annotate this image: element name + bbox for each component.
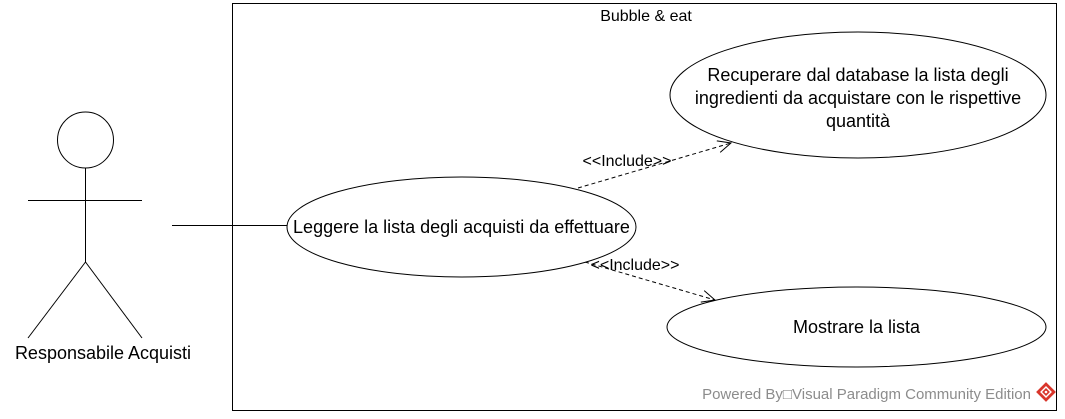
use-case-label-line: Recuperare dal database la lista degli bbox=[707, 65, 1008, 85]
include-relation-mostrare: <<Include>> bbox=[584, 257, 717, 303]
visual-paradigm-logo-icon bbox=[1036, 382, 1056, 402]
actor-head bbox=[57, 111, 114, 169]
use-case-ellipse bbox=[666, 286, 1047, 368]
footer-watermark: Powered By□Visual Paradigm Community Edi… bbox=[702, 382, 1056, 403]
actor-right-leg bbox=[85, 261, 143, 339]
system-name: Bubble & eat bbox=[600, 8, 692, 25]
include-dashed-line bbox=[577, 142, 732, 189]
logo-inner-mark bbox=[1040, 386, 1052, 398]
include-label: <<Include>> bbox=[583, 153, 672, 170]
actor-responsabile-acquisti: Responsabile Acquisti bbox=[15, 111, 191, 363]
logo-center-dot bbox=[1044, 390, 1048, 394]
use-case-label-line: Leggere la lista degli acquisti da effet… bbox=[293, 217, 630, 237]
use-case-label-line: quantità bbox=[826, 111, 891, 131]
include-label: <<Include>> bbox=[591, 257, 680, 274]
use-case-label-line: ingredienti da acquistare con le rispett… bbox=[695, 88, 1021, 108]
use-case-leggere-lista: Leggere la lista degli acquisti da effet… bbox=[286, 176, 637, 278]
use-case-ellipse bbox=[669, 31, 1047, 159]
use-case-mostrare-lista: Mostrare la lista bbox=[666, 286, 1047, 368]
actor-label: Responsabile Acquisti bbox=[15, 343, 191, 363]
use-case-ellipse bbox=[286, 176, 637, 278]
use-case-recuperare-ingredienti: Recuperare dal database la lista degli i… bbox=[669, 31, 1047, 159]
actor-left-leg bbox=[27, 261, 86, 339]
use-case-label-line: Mostrare la lista bbox=[793, 317, 921, 337]
include-arrowhead bbox=[716, 140, 733, 153]
system-boundary bbox=[232, 3, 1057, 411]
include-relation-recuperare: <<Include>> bbox=[577, 140, 733, 189]
include-dashed-line bbox=[584, 261, 716, 301]
footer-text: Powered By□Visual Paradigm Community Edi… bbox=[702, 386, 1031, 403]
